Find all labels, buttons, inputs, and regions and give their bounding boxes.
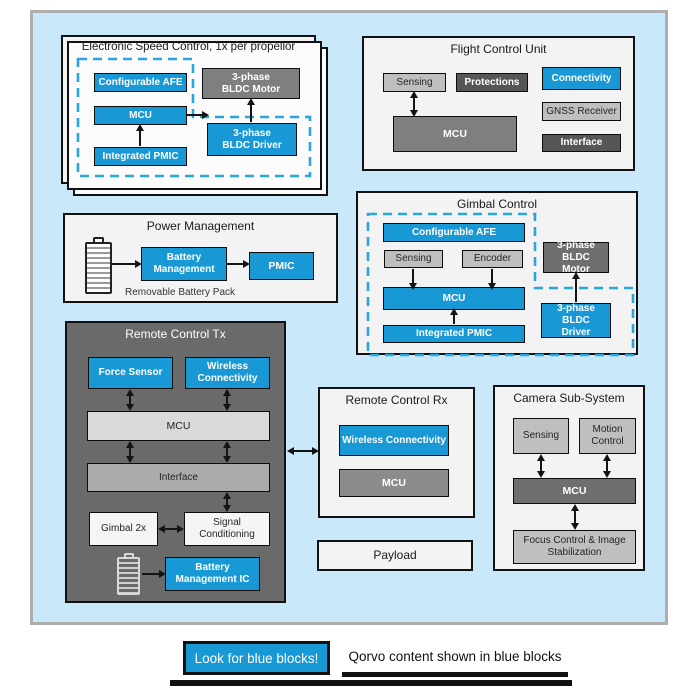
camera-subsystem-title: Camera Sub-System (513, 391, 625, 405)
arrow-gimbal-pmic-to-mcu (449, 308, 458, 324)
fcu-protections-block: Protections (456, 73, 528, 92)
arrow-battery-to-bmic (142, 569, 166, 578)
legend-bottom-bar (170, 680, 572, 686)
esc-bldc-motor-block: 3-phase BLDC Motor (202, 68, 300, 99)
arrow-tx-to-rx (287, 446, 319, 455)
gimbal-encoder-block: Encoder (462, 250, 523, 268)
gimbal-sensing-block: Sensing (384, 250, 443, 268)
fcu-box: Flight Control Unit Sensing Protections … (362, 36, 635, 171)
fcu-sensing-block: Sensing (383, 73, 446, 92)
power-management-title: Power Management (146, 219, 255, 233)
payload-title: Payload (373, 548, 417, 562)
rctx-interface-block: Interface (87, 463, 270, 492)
arrow-gimbal-driver-to-motor (571, 272, 580, 302)
esc-title: Electronic Speed Control, 1x per propell… (81, 41, 296, 53)
gimbal-2x-block: Gimbal 2x (89, 512, 158, 546)
esc-integrated-pmic-block: Integrated PMIC (94, 147, 187, 166)
arrow-interface-signal (222, 492, 231, 512)
arrow-esc-driver-to-motor (246, 98, 255, 122)
signal-conditioning-block: Signal Conditioning (184, 512, 270, 546)
esc-mcu-block: MCU (94, 106, 187, 125)
fcu-gnss-receiver-block: GNSS Receiver (542, 102, 621, 121)
arrow-bm-to-pmic (227, 259, 250, 268)
battery-management-ic-block: Battery Management IC (165, 557, 260, 591)
gimbal-title: Gimbal Control (456, 197, 538, 211)
esc-bldc-driver-block: 3-phase BLDC Driver (207, 123, 297, 156)
payload-box: Payload (317, 540, 473, 571)
fcu-title: Flight Control Unit (450, 42, 547, 56)
legend-badge-label: Look for blue blocks! (194, 650, 319, 666)
arrow-mcu-interface-right (222, 441, 231, 463)
camera-subsystem-box: Camera Sub-System Sensing Motion Control… (493, 385, 645, 571)
legend-blue-badge: Look for blue blocks! (183, 641, 330, 675)
arrow-gimbal-sensing-to-mcu (408, 269, 417, 290)
gimbal-configurable-afe-block: Configurable AFE (383, 223, 525, 242)
remote-control-tx-box: Remote Control Tx Force Sensor Wireless … (65, 321, 286, 603)
arrow-gimbal-encoder-to-mcu (487, 269, 496, 290)
camera-sensing-block: Sensing (513, 418, 569, 454)
arrow-motion-control-mcu (602, 454, 611, 478)
removable-battery-pack-label: Removable Battery Pack (124, 287, 236, 298)
remote-control-rx-box: Remote Control Rx Wireless Connectivity … (318, 387, 475, 518)
rctx-battery-icon (117, 553, 140, 595)
arrow-camera-sensing-mcu (536, 454, 545, 478)
arrow-force-sensor-mcu (125, 389, 134, 411)
force-sensor-block: Force Sensor (88, 357, 173, 389)
motion-control-block: Motion Control (579, 418, 636, 454)
arrow-battery-to-bm (112, 259, 142, 268)
camera-mcu-block: MCU (513, 478, 636, 504)
legend-underline-bar (342, 672, 568, 677)
remote-control-tx-title: Remote Control Tx (125, 327, 226, 341)
arrow-esc-mcu-to-driver (187, 110, 209, 119)
arrow-gimbal2x-signal (158, 524, 184, 533)
arrow-fcu-sensing-mcu (409, 91, 418, 117)
arrow-mcu-interface-left (125, 441, 134, 463)
rctx-mcu-block: MCU (87, 411, 270, 441)
gimbal-bldc-driver-block: 3-phase BLDC Driver (541, 303, 611, 338)
gimbal-box: Gimbal Control Configurable AFE Sensing … (356, 191, 638, 357)
gimbal-mcu-block: MCU (383, 287, 525, 310)
power-management-box: Power Management Battery Management PMIC… (63, 213, 338, 303)
arrow-esc-pmic-to-mcu (135, 124, 144, 146)
esc-configurable-afe-block: Configurable AFE (94, 73, 187, 92)
focus-control-block: Focus Control & Image Stabilization (513, 530, 636, 564)
fcu-connectivity-block: Connectivity (542, 67, 621, 90)
rctx-wireless-connectivity-block: Wireless Connectivity (185, 357, 270, 389)
arrow-wireless-mcu (222, 389, 231, 411)
diagram-panel: Electronic Speed Control, 1x per propell… (30, 10, 668, 625)
legend-caption: Qorvo content shown in blue blocks (348, 649, 562, 664)
fcu-interface-block: Interface (542, 134, 621, 152)
rcrx-wireless-connectivity-block: Wireless Connectivity (339, 425, 449, 456)
arrow-camera-mcu-focus (570, 504, 579, 530)
esc-box: Electronic Speed Control, 1x per propell… (61, 35, 316, 184)
battery-icon (85, 237, 112, 294)
remote-control-rx-title: Remote Control Rx (345, 393, 448, 407)
gimbal-bldc-motor-block: 3-phase BLDC Motor (543, 240, 609, 275)
power-pmic-block: PMIC (249, 252, 314, 280)
gimbal-integrated-pmic-block: Integrated PMIC (383, 325, 525, 343)
rcrx-mcu-block: MCU (339, 469, 449, 497)
fcu-mcu-block: MCU (393, 116, 517, 152)
battery-management-block: Battery Management (141, 247, 227, 281)
